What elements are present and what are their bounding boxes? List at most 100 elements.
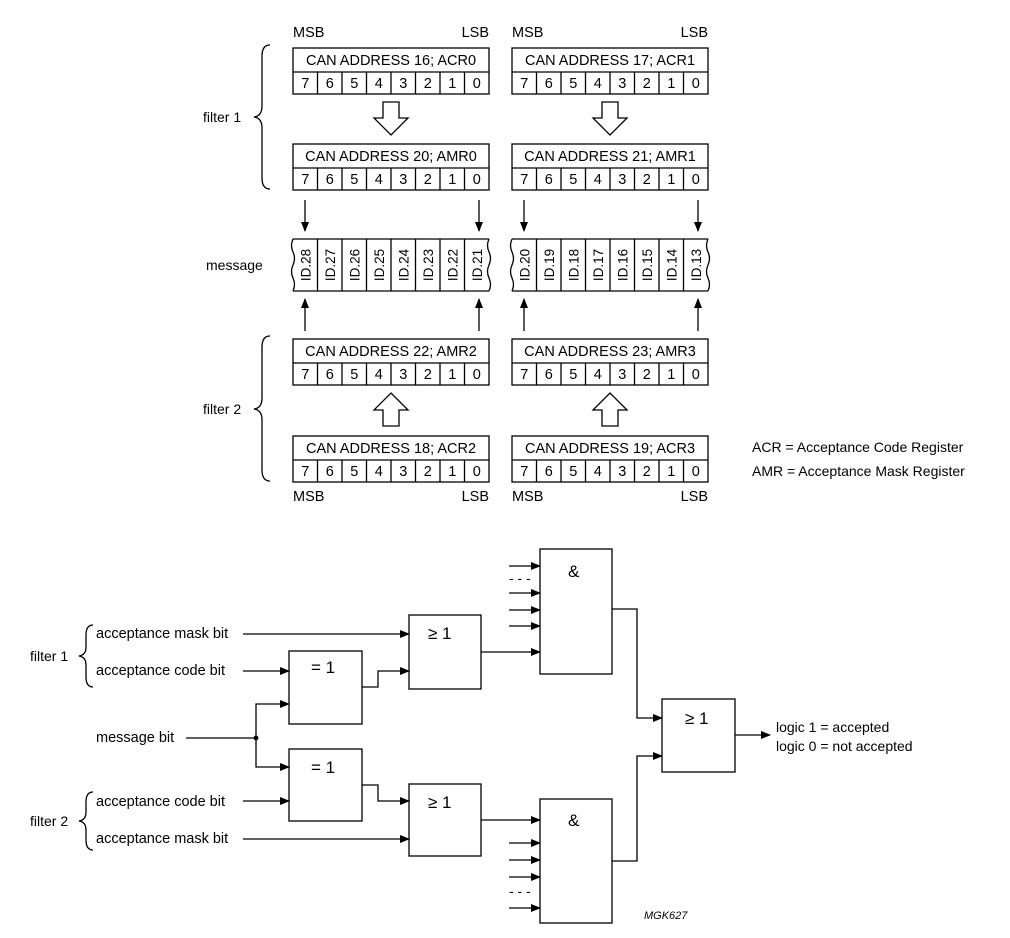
register-title: CAN ADDRESS 19; ACR3 (525, 441, 695, 457)
and2-dashes: - - - (509, 883, 531, 899)
register-title: CAN ADDRESS 16; ACR0 (306, 53, 476, 69)
message-id-bit: ID.15 (640, 249, 655, 281)
bit-cell: 5 (350, 367, 358, 383)
bit-cell: 2 (424, 464, 432, 480)
xnor-gate-2 (288, 748, 363, 822)
bit-cell: 2 (643, 367, 651, 383)
bit-cell: 5 (569, 172, 577, 188)
message-id-bit: ID.23 (421, 249, 436, 281)
bit-cell: 6 (326, 464, 334, 480)
msb-label: MSB (293, 25, 324, 41)
and-gate-1-symbol: & (568, 562, 580, 581)
message-id-bit: ID.13 (689, 249, 704, 281)
bit-cell: 7 (520, 76, 528, 92)
bit-cell: 4 (594, 367, 602, 383)
filter1-brace (253, 44, 271, 190)
bit-cell: 0 (692, 172, 700, 188)
bit-cell: 2 (643, 464, 651, 480)
logic-wires (186, 562, 771, 912)
logic-diagram: filter 1 filter 2 acceptance mask bit ac… (30, 548, 913, 924)
filter1-mask-bit-label: acceptance mask bit (96, 626, 228, 642)
or-gate-2-symbol: ≥ 1 (428, 793, 452, 812)
bit-cell: 3 (399, 76, 407, 92)
bit-cell: 0 (473, 172, 481, 188)
xnor-gate-2-symbol: = 1 (311, 758, 335, 777)
register-title: CAN ADDRESS 22; AMR2 (305, 344, 477, 360)
message-id-bit: ID.20 (517, 249, 532, 281)
filter2-brace (253, 335, 271, 482)
bit-cell: 6 (545, 172, 553, 188)
final-or-gate-symbol: ≥ 1 (685, 709, 709, 728)
bit-cell: 0 (473, 76, 481, 92)
bit-cell: 7 (520, 367, 528, 383)
bit-cell: 3 (618, 464, 626, 480)
bit-cell: 4 (375, 76, 383, 92)
bit-cell: 5 (350, 76, 358, 92)
bit-cell: 5 (569, 464, 577, 480)
hollow-up-arrow (591, 392, 629, 427)
xnor-gate-1-symbol: = 1 (311, 658, 335, 677)
message-id-bit: ID.26 (347, 249, 362, 281)
bit-cell: 0 (692, 464, 700, 480)
register-title: CAN ADDRESS 18; ACR2 (306, 441, 476, 457)
message-id-bit: ID.19 (542, 249, 557, 281)
and-gate-2-symbol: & (568, 811, 580, 830)
or-gate-1 (408, 614, 482, 690)
logic-filter2-brace (78, 791, 94, 851)
top-filter1-label: filter 1 (203, 109, 241, 125)
msb-label: MSB (293, 489, 324, 505)
bit-cell: 5 (350, 172, 358, 188)
figure-code: MGK627 (644, 910, 688, 922)
bit-cell: 6 (326, 367, 334, 383)
legend-acr: ACR = Acceptance Code Register (752, 439, 964, 455)
result-accepted-label: logic 1 = accepted (776, 719, 889, 735)
message-id-bit: ID.24 (396, 248, 411, 281)
logic-filter1-brace (78, 624, 94, 688)
and-gate-2 (539, 798, 613, 924)
register-title: CAN ADDRESS 20; AMR0 (305, 149, 477, 165)
message-id-bit: ID.28 (298, 249, 313, 281)
bit-cell: 1 (667, 367, 675, 383)
bit-cell: 5 (569, 367, 577, 383)
bit-cell: 7 (301, 464, 309, 480)
bit-cell: 4 (594, 464, 602, 480)
result-not-accepted-label: logic 0 = not accepted (776, 738, 913, 754)
bit-cell: 0 (692, 76, 700, 92)
bit-cell: 5 (569, 76, 577, 92)
bit-cell: 1 (667, 172, 675, 188)
bit-cell: 0 (692, 367, 700, 383)
bit-cell: 1 (667, 76, 675, 92)
bit-cell: 1 (448, 76, 456, 92)
bit-cell: 3 (399, 367, 407, 383)
hollow-down-arrow (591, 101, 629, 136)
bit-cell: 7 (520, 172, 528, 188)
bit-cell: 2 (424, 367, 432, 383)
top-filter2-label: filter 2 (203, 401, 241, 417)
bit-cell: 6 (545, 464, 553, 480)
message-id-bit: ID.14 (664, 248, 679, 281)
bit-mapping-arrows (301, 200, 702, 331)
message-id-bit: ID.25 (372, 249, 387, 281)
bit-cell: 1 (448, 464, 456, 480)
bit-cell: 5 (350, 464, 358, 480)
and1-dashes: - - - (509, 570, 531, 586)
message-id-bit: ID.17 (591, 249, 606, 281)
bit-cell: 1 (448, 367, 456, 383)
lsb-label: LSB (462, 489, 489, 505)
bit-cell: 4 (375, 367, 383, 383)
bit-cell: 0 (473, 367, 481, 383)
bit-cell: 6 (326, 76, 334, 92)
message-id-bit: ID.21 (470, 249, 485, 281)
bit-cell: 4 (594, 76, 602, 92)
bit-cell: 6 (545, 76, 553, 92)
hollow-down-arrow (372, 101, 410, 136)
msb-label: MSB (512, 25, 543, 41)
register-title: CAN ADDRESS 23; AMR3 (524, 344, 696, 360)
